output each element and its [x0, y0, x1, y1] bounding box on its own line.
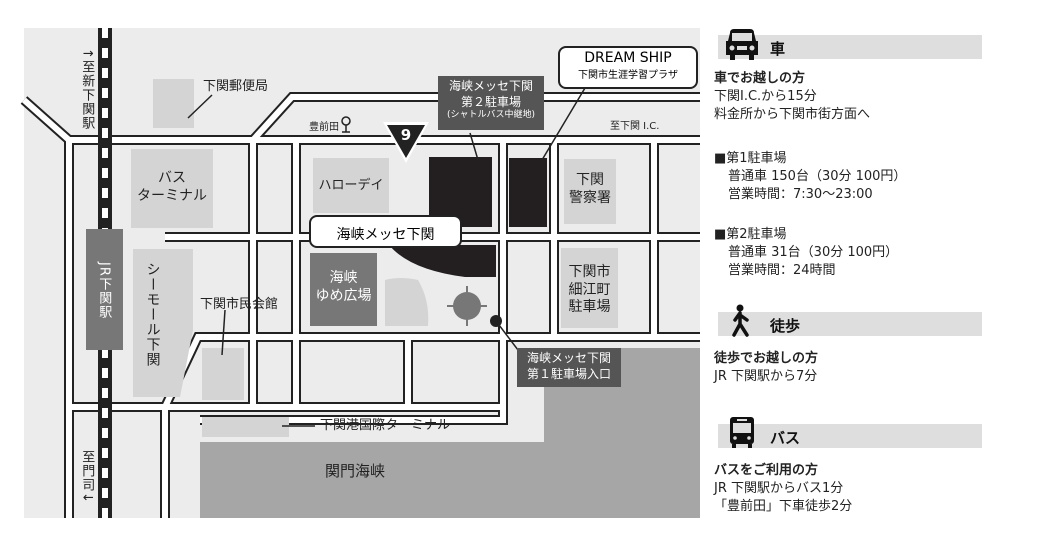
yume-hiroba: [310, 253, 377, 326]
parking-1-entrance-label: 海峡メッセ下関 第１駐車場入口: [517, 348, 621, 387]
parking-1-entrance-label-line: 第１駐車場入口: [526, 366, 611, 381]
post-office-label: 下関郵便局: [203, 79, 269, 94]
bus-terminal-label: バスターミナル: [131, 170, 213, 205]
walk-section-header: 徒歩: [718, 304, 982, 337]
to-shimonoseki-ic-label: 至下関 I.C.: [610, 121, 660, 132]
bus-terminal-label-line: バス: [158, 170, 186, 186]
to-shin-shimonoseki-label: ↑至新下関駅: [79, 48, 95, 130]
car-line: 料金所から下関市街方面へ: [714, 107, 871, 122]
post-office-leader: [187, 94, 213, 119]
bus-terminal-building: [131, 149, 213, 228]
lot1-spaces: 普通車 150台（30分 100円）: [728, 169, 907, 184]
walking-person-icon: [732, 304, 749, 337]
route-9-sign-icon: [383, 122, 429, 163]
dream-ship-leader: [541, 87, 586, 161]
walk-section-title: 徒歩: [770, 317, 801, 335]
kanmon-strait-area: [200, 348, 700, 518]
port-terminal-label: 下関港国際ターミナル: [320, 418, 451, 433]
car-section-title: 車: [770, 40, 786, 58]
to-moji-label: 至門司↓: [79, 450, 95, 504]
hosoe-parking-label-line: 駐車場: [568, 299, 611, 315]
hosoe-parking: [561, 248, 618, 328]
hello-day-building: [313, 158, 389, 213]
bus-section-title: バス: [770, 429, 801, 447]
bus-heading: バスをご利用の方: [714, 463, 819, 478]
car-line: 下関I.C.から15分: [714, 89, 817, 104]
jr-station-building: [86, 229, 123, 350]
lot1-name: ■第1駐車場: [714, 151, 787, 166]
car-icon: [726, 29, 758, 60]
hosoe-parking-label-line: 下関市: [568, 264, 611, 280]
kanmon-strait-label: 関門海峡: [325, 462, 386, 480]
hosoe-parking-label-line: 細江町: [568, 281, 611, 298]
civic-hall-building: [202, 348, 244, 400]
parking-2-label-line: 第２駐車場: [460, 94, 521, 109]
lot2-name: ■第2駐車場: [714, 227, 787, 242]
parking-2-leader: [469, 132, 479, 161]
plaza-area: [385, 278, 429, 326]
parking-2-label-line: 海峡メッセ下関: [448, 79, 533, 93]
yume-hiroba-label-line: 海峡: [329, 270, 358, 286]
parking-1-entrance-label-line: 海峡メッセ下関: [526, 351, 611, 365]
bus-line: JR 下関駅からバス1分: [714, 481, 844, 496]
parking-2-label-line: (シャトルバス中継地): [446, 110, 536, 121]
post-office-building: [153, 79, 194, 128]
dream-ship-callout: DREAM SHIP 下関市生涯学習プラザ: [558, 46, 698, 89]
bus-stop-icon: [341, 116, 351, 133]
roads: [20, 92, 700, 518]
kaikyo-messe-building: [389, 245, 496, 277]
police-label-line: 下関: [576, 172, 604, 188]
bus-terminal-label-line: ターミナル: [137, 187, 207, 204]
bus-section-header: バス: [718, 417, 982, 448]
lot2-hours: 営業時間：24時間: [728, 263, 836, 278]
civic-hall-leader: [221, 309, 226, 356]
police-label-line: 警察署: [569, 189, 611, 206]
yume-hiroba-label-line: ゆめ広場: [315, 287, 372, 304]
hello-day-label: ハローデイ: [318, 178, 384, 193]
sea-mall-building: [133, 249, 193, 397]
compass-icon: [447, 286, 487, 326]
jr-shimonoseki-station-label: JR下関駅: [96, 262, 112, 319]
lot1-hours: 営業時間：7:30〜23:00: [728, 187, 873, 202]
bus-stop-label: 豊前田: [309, 122, 339, 133]
car-section-header: 車: [718, 29, 982, 60]
lot2-spaces: 普通車 31台（30分 100円）: [728, 245, 899, 260]
parking-2-label: 海峡メッセ下関 第２駐車場 (シャトルバス中継地): [438, 76, 544, 130]
walk-line: JR 下関駅から7分: [714, 369, 818, 384]
bus-icon: [730, 417, 754, 448]
sea-mall-label: シーモール下関: [144, 262, 161, 367]
kaikyo-messe-callout: 海峡メッセ下関: [309, 215, 462, 248]
walk-heading: 徒歩でお越しの方: [714, 351, 819, 366]
dream-ship-title: DREAM SHIP: [584, 50, 672, 66]
police-label: 下関警察署: [564, 172, 616, 207]
dream-ship-building: [509, 158, 547, 227]
route-number: 9: [400, 126, 412, 144]
bus-line: 「豊前田」下車徒歩2分: [714, 499, 853, 514]
dream-ship-subtitle: 下関市生涯学習プラザ: [578, 70, 678, 81]
car-heading: 車でお越しの方: [714, 71, 806, 86]
police-building: [564, 159, 616, 224]
yume-hiroba-label: 海峡ゆめ広場: [310, 270, 377, 305]
civic-hall-label: 下関市民会館: [200, 297, 279, 312]
hosoe-parking-label: 下関市細江町駐車場: [561, 264, 618, 317]
port-terminal-building: [202, 417, 289, 437]
